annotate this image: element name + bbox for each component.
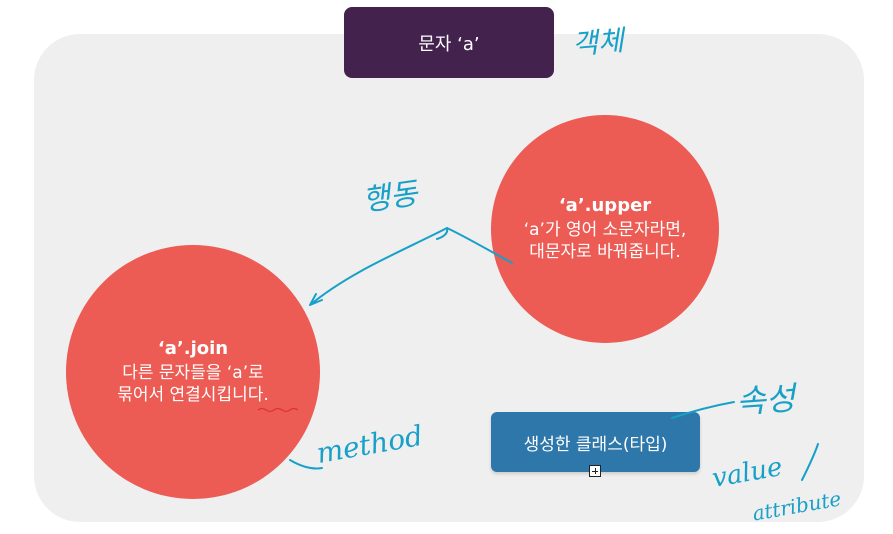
upper-method-circle: ‘a’.upper ‘a’가 영어 소문자라면, 대문자로 바꿔줍니다. [491, 115, 719, 343]
title-box-label: 문자 ‘a’ [418, 33, 480, 55]
ink-behavior-label: 행동 [360, 176, 420, 219]
ink-attribute-ko-label: 속성 [734, 378, 797, 422]
join-method-heading: ‘a’.join [157, 338, 229, 360]
class-type-label: 생성한 클래스(타입) [523, 434, 668, 455]
expand-box-icon[interactable] [589, 465, 601, 477]
join-method-circle: ‘a’.join 다른 문자들을 ‘a’로 묶어서 연결시킵니다. [66, 245, 320, 499]
class-type-box: 생성한 클래스(타입) [491, 412, 700, 472]
upper-method-heading: ‘a’.upper [558, 195, 652, 217]
upper-method-desc-line1: ‘a’가 영어 소문자라면, [523, 219, 687, 240]
ink-object-label: 객체 [570, 23, 626, 62]
join-method-desc-line1: 다른 문자들을 ‘a’로 [122, 362, 264, 383]
join-method-desc-line2: 묶어서 연결시킵니다. [117, 385, 269, 406]
title-box: 문자 ‘a’ [344, 7, 554, 78]
upper-method-desc-line2: 대문자로 바꿔줍니다. [529, 242, 681, 263]
